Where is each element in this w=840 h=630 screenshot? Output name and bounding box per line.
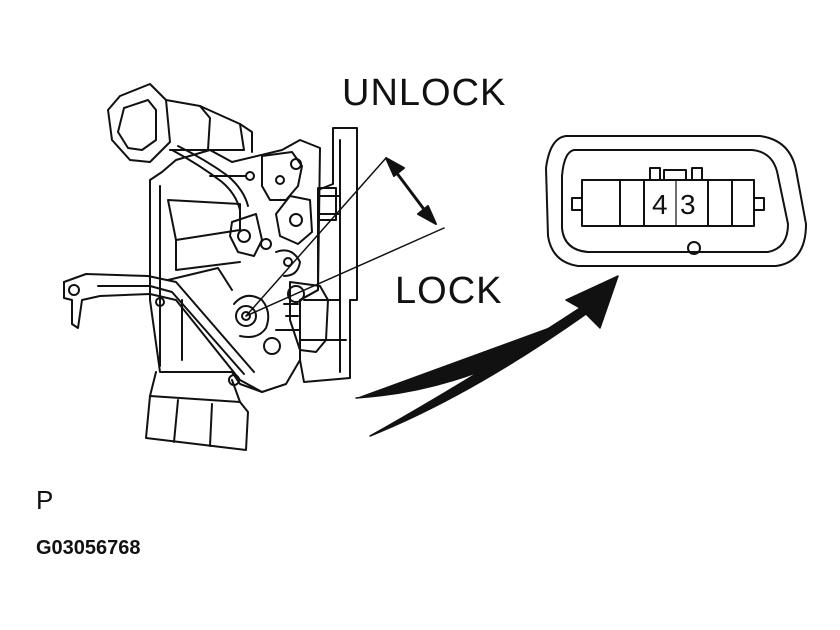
lever-angle-lines — [245, 157, 445, 317]
unlock-lock-arrow — [385, 157, 437, 225]
figure-letter: P — [36, 485, 54, 515]
connector-front-view — [545, 135, 807, 267]
unlock-label: UNLOCK — [342, 72, 507, 114]
connector-pin-4-label: 4 — [652, 189, 668, 220]
lock-label: LOCK — [395, 270, 503, 312]
curved-arrow — [355, 275, 619, 437]
door-lock-assembly — [63, 83, 358, 451]
figure-code: G03056768 — [36, 537, 141, 559]
connector-pin-3-label: 3 — [680, 189, 696, 220]
